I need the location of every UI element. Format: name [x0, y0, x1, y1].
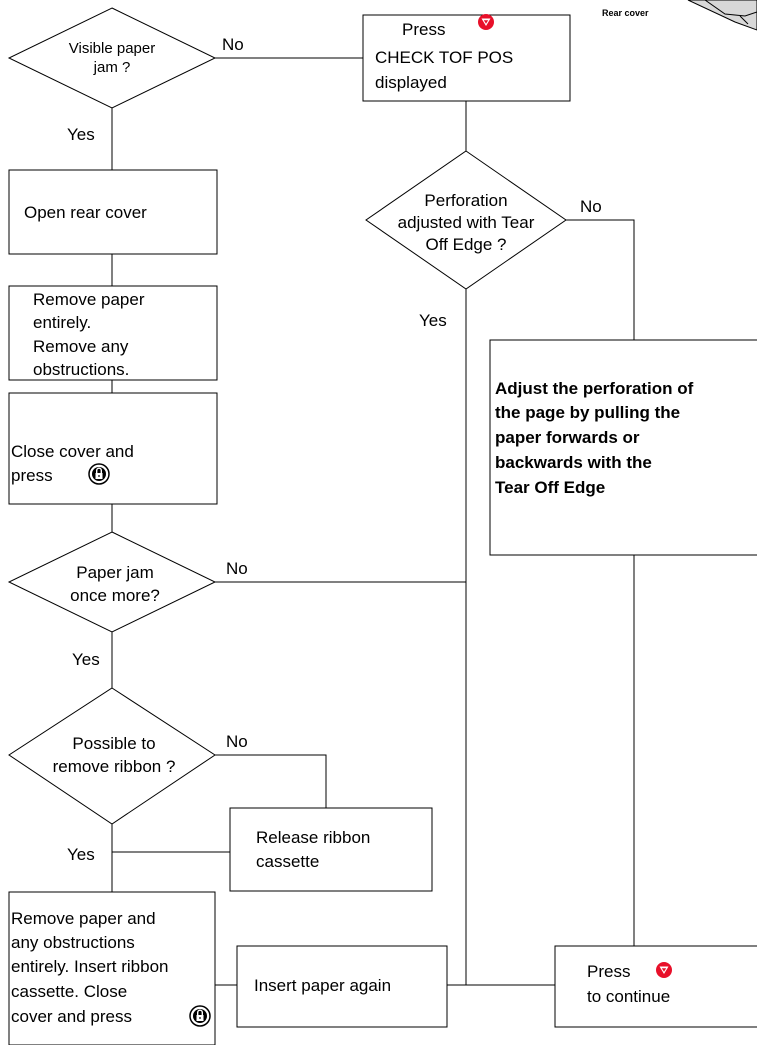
visible-jam-line2: jam ? [93, 59, 131, 76]
remove-paper-line3: Remove any [33, 337, 129, 356]
visible-jam-no-label: No [222, 35, 244, 54]
remove-paper-line2: entirely. [33, 313, 91, 332]
press-continue-box: Press to continue [554, 945, 757, 1028]
remove-insert-line5: cover and press [11, 1007, 132, 1026]
adjust-line5: Tear Off Edge [495, 478, 605, 497]
remove-insert-line1: Remove paper and [11, 909, 156, 928]
close-cover-line2: press [11, 466, 53, 485]
jam-again-line1: Paper jam [76, 563, 153, 582]
adjust-perforation-box: Adjust the perforation of the page by pu… [489, 339, 757, 556]
close-cover-box: Close cover and press [8, 392, 218, 505]
insert-again-text: Insert paper again [254, 976, 391, 995]
possible-yes-label: Yes [67, 845, 95, 864]
release-ribbon-box: Release ribbon cassette [229, 807, 433, 892]
connector-possible-no [215, 754, 327, 808]
jam-again-line2: once more? [70, 586, 160, 605]
possible-line1: Possible to [72, 734, 155, 753]
remove-insert-box: Remove paper and any obstructions entire… [8, 891, 216, 1046]
remove-insert-line4: cassette. Close [11, 982, 127, 1001]
adjust-line1: Adjust the perforation of [495, 379, 694, 398]
remove-insert-line3: entirely. Insert ribbon [11, 957, 168, 976]
remove-insert-line2: any obstructions [11, 933, 135, 952]
adjust-line2: the page by pulling the [495, 403, 680, 422]
possible-remove-ribbon-decision: Possible to remove ribbon ? [8, 687, 216, 825]
remove-paper-line4: obstructions. [33, 360, 129, 379]
perforation-decision: Perforation adjusted with Tear Off Edge … [365, 150, 567, 290]
open-rear-cover-text: Open rear cover [24, 203, 147, 222]
rear-cover-label: Rear cover [602, 8, 649, 18]
press-check-tof-box: Press CHECK TOF POS displayed [362, 14, 571, 102]
close-cover-line1: Close cover and [11, 442, 134, 461]
possible-no-label: No [226, 732, 248, 751]
perforation-yes-label: Yes [419, 311, 447, 330]
jam-again-no-label: No [226, 559, 248, 578]
connector-perforation-no [566, 219, 635, 340]
press-check-line3: displayed [375, 73, 447, 92]
release-line1: Release ribbon [256, 828, 370, 847]
printer-rear-cover-icon: Rear cover [602, 0, 757, 31]
visible-jam-yes-label: Yes [67, 125, 95, 144]
visible-jam-line1: Visible paper [69, 40, 155, 57]
down-arrow-button-icon [478, 14, 494, 30]
adjust-line3: paper forwards or [495, 428, 640, 447]
release-line2: cassette [256, 852, 319, 871]
press-check-line2: CHECK TOF POS [375, 48, 513, 67]
press-check-line1: Press [402, 20, 445, 39]
press-continue-line2: to continue [587, 987, 670, 1006]
press-continue-line1: Press [587, 962, 630, 981]
perforation-line2: adjusted with Tear [398, 213, 535, 232]
visible-paper-jam-decision: Visible paper jam ? [7, 7, 217, 109]
remove-paper-line1: Remove paper [33, 290, 145, 309]
jam-again-yes-label: Yes [72, 650, 100, 669]
connector-lines [111, 57, 635, 986]
paper-jam-again-decision: Paper jam once more? [7, 531, 217, 633]
remove-paper-box: Remove paper entirely. Remove any obstru… [8, 285, 218, 381]
adjust-line4: backwards with the [495, 453, 652, 472]
perforation-no-label: No [580, 197, 602, 216]
open-rear-cover-box: Open rear cover [8, 169, 218, 255]
perforation-line1: Perforation [424, 191, 507, 210]
perforation-line3: Off Edge ? [426, 235, 507, 254]
lock-button-icon [189, 1005, 211, 1027]
down-arrow-button-icon [656, 962, 672, 978]
possible-line2: remove ribbon ? [53, 757, 176, 776]
insert-paper-again-box: Insert paper again [236, 945, 448, 1028]
lock-button-icon [88, 463, 110, 485]
